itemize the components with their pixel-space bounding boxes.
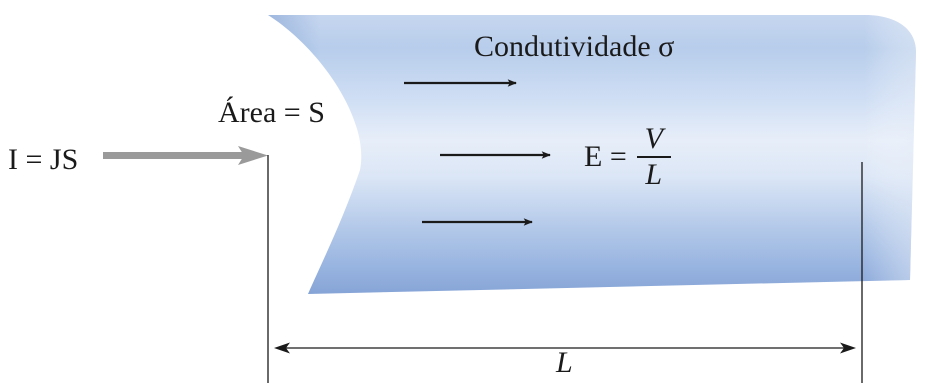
fraction-bar [636,156,671,158]
electric-field-lhs: E = [584,139,627,173]
electric-field-label: E = V L [584,124,671,190]
conductor-shading [268,15,916,294]
current-label: I = JS [8,143,79,176]
current-arrow [103,146,268,165]
fraction-denominator: L [645,157,663,191]
length-label: L [556,346,573,379]
length-dimension-line [274,342,856,354]
voltage-over-length-fraction: V L [636,122,671,191]
fraction-numerator: V [644,122,663,155]
conductivity-label: Condutividade σ [474,30,675,63]
area-label: Área = S [218,96,325,129]
